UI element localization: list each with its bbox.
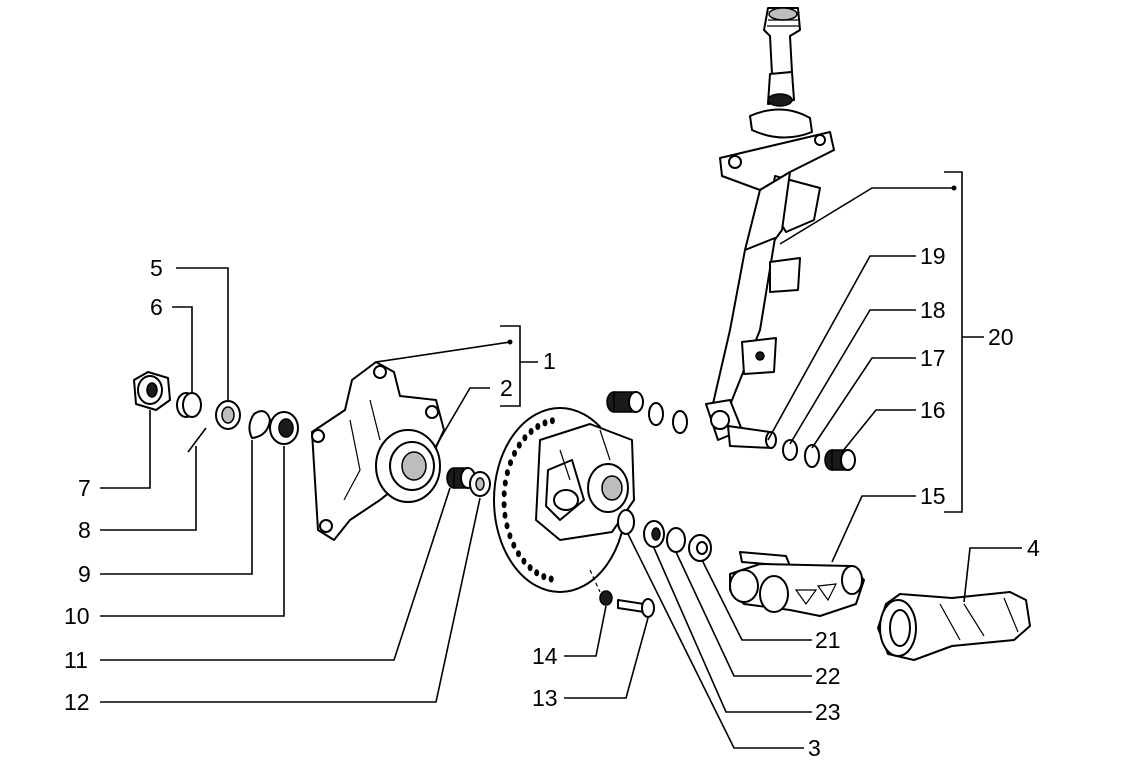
seal-12 (469, 471, 491, 497)
fork-link-axle (705, 399, 777, 449)
callout-20: 20 (988, 324, 1014, 350)
disc-hole (549, 417, 555, 425)
disc-hole (516, 550, 521, 558)
bearing-23 (643, 520, 665, 548)
disc-hole (502, 479, 508, 487)
callout-16: 16 (920, 397, 946, 423)
callout-19: 19 (920, 243, 946, 269)
steering-tube (711, 7, 835, 411)
callout-7: 7 (78, 475, 91, 501)
washer-6 (176, 392, 202, 418)
bearing-5 (215, 400, 241, 430)
disc-hole (502, 511, 508, 519)
callout-4: 4 (1027, 535, 1040, 561)
callout-12: 12 (64, 689, 90, 715)
brake-caliper (535, 423, 635, 541)
callout-22: 22 (815, 663, 841, 689)
callout-15: 15 (920, 483, 946, 509)
circlip-3 (617, 509, 635, 535)
disc-hole (501, 501, 507, 509)
washer-22 (666, 527, 686, 553)
disc-hole (528, 428, 534, 435)
callout-5: 5 (150, 255, 163, 281)
disc-hole (508, 459, 513, 467)
callout-10: 10 (64, 603, 90, 629)
washer-18 (782, 439, 798, 461)
disc-hole (516, 441, 522, 449)
callout-18: 18 (920, 297, 946, 323)
disc-hole (542, 419, 548, 427)
circlip-9 (248, 410, 271, 439)
wheel-hub (311, 361, 445, 541)
callout-1: 1 (543, 348, 556, 374)
callout-2: 2 (500, 375, 513, 401)
disc-hole (504, 522, 510, 530)
leader-lines (100, 171, 1022, 749)
cover-4 (877, 591, 1031, 661)
disc-hole (521, 557, 527, 565)
callout-13: 13 (532, 685, 558, 711)
washer-left (672, 410, 688, 434)
circlip-17 (804, 444, 820, 468)
disc-hole (548, 575, 554, 583)
callout-23: 23 (815, 699, 841, 725)
disc-hole (522, 434, 528, 442)
disc-hole (535, 423, 541, 430)
bearing-11 (446, 467, 476, 489)
needle-bearing-16 (824, 449, 856, 471)
nut-21 (688, 534, 712, 562)
disc-hole (534, 569, 540, 577)
disc-hole (501, 490, 507, 498)
callout-3: 3 (808, 735, 821, 761)
swing-arm-15 (729, 551, 865, 617)
nut-14 (599, 590, 613, 606)
needle-bearing-left (606, 391, 644, 413)
disc-hole (511, 541, 517, 549)
callout-17: 17 (920, 345, 946, 371)
callout-6: 6 (150, 294, 163, 320)
callout-8: 8 (78, 517, 91, 543)
callout-11: 11 (64, 647, 88, 673)
split-pin-8 (187, 427, 207, 453)
disc-hole (527, 564, 533, 572)
disc-hole (541, 573, 547, 581)
disc-hole (504, 469, 510, 477)
disc-hole (512, 449, 517, 457)
callout-9: 9 (78, 561, 91, 587)
bearing-10 (269, 411, 299, 445)
disc-hole (507, 532, 513, 540)
bolt-13 (617, 598, 655, 618)
ring-left (648, 402, 664, 426)
callout-14: 14 (532, 643, 558, 669)
callout-21: 21 (815, 627, 841, 653)
axle-nut-7 (133, 371, 171, 411)
